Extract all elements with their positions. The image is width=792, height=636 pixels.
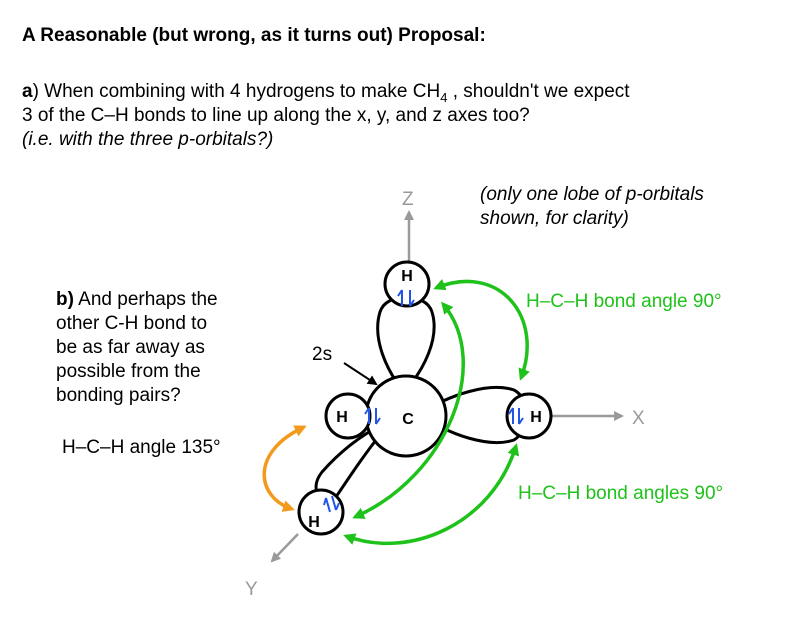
angle-arrow-right-bottom <box>343 443 520 546</box>
electron-pair-bottom <box>323 495 340 513</box>
hydrogen-right-label: H <box>530 409 542 426</box>
part-b-line4: possible from the <box>56 361 201 382</box>
z-axis-label: Z <box>402 189 414 210</box>
part-a-label: a <box>22 81 33 102</box>
2s-pointer-arrow <box>343 362 378 386</box>
hydrogen-bottom-label: H <box>308 514 320 531</box>
x-axis-label: X <box>632 408 645 429</box>
part-b-label: b) <box>56 289 74 310</box>
part-a-line1: a) When combining with 4 hydrogens to ma… <box>22 80 630 109</box>
part-b-line1: b) And perhaps the <box>56 288 218 311</box>
part-b-text1: And perhaps the <box>73 289 218 310</box>
2s-label: 2s <box>312 344 332 365</box>
angle-label-top: H–C–H bond angle 90° <box>526 291 722 312</box>
note-line2: shown, for clarity) <box>480 208 629 229</box>
angle-label-bottom: H–C–H bond angles 90° <box>518 483 724 504</box>
hydrogen-top-label: H <box>401 268 413 285</box>
part-b-line2: other C-H bond to <box>56 313 208 334</box>
part-b-line5: bonding pairs? <box>56 385 181 406</box>
part-a-line2: 3 of the C–H bonds to line up along the … <box>22 105 530 126</box>
part-b-line3: be as far away as <box>56 337 205 358</box>
electron-pair-right <box>508 407 524 425</box>
part-a-subscript: 4 <box>440 89 448 105</box>
carbon-label: C <box>402 411 414 428</box>
page-title: A Reasonable (but wrong, as it turns out… <box>22 25 486 46</box>
part-a-text1-end: , shouldn't we expect <box>447 81 630 102</box>
hydrogen-left <box>324 392 372 440</box>
part-a-text1: ) When combining with 4 hydrogens to mak… <box>32 81 441 102</box>
angle-arrow-top-right <box>433 279 530 381</box>
note-line1: (only one lobe of p-orbitals <box>480 184 704 205</box>
hydrogen-right <box>505 392 553 440</box>
y-axis-label: Y <box>245 579 258 600</box>
y-axis-arrow <box>270 533 299 563</box>
angle-arrow-135 <box>262 425 307 512</box>
hydrogen-left-label: H <box>336 409 348 426</box>
hydrogen-bottom <box>297 488 345 536</box>
part-a-line3: (i.e. with the three p-orbitals?) <box>22 129 274 150</box>
angle-label-left: H–C–H angle 135° <box>62 437 221 458</box>
